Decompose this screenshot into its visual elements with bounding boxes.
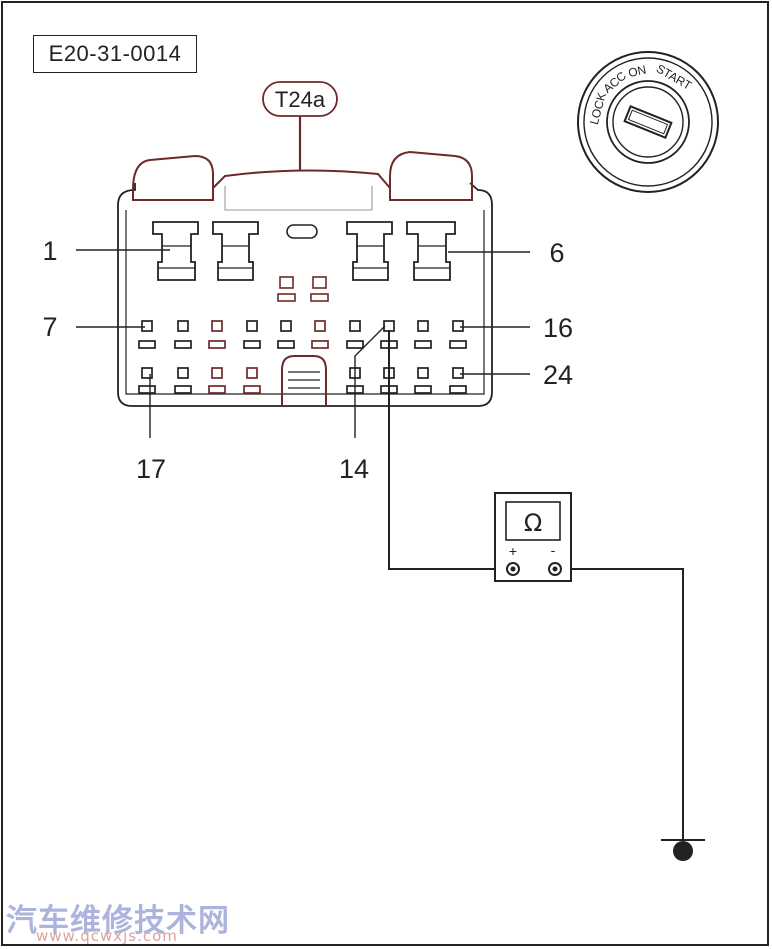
terminal-2 — [212, 221, 259, 281]
terminal-1 — [152, 221, 199, 281]
terminal-6 — [406, 221, 456, 281]
pin-cavity — [452, 320, 464, 332]
pin-latch — [208, 385, 226, 394]
pin-label-16: 16 — [543, 313, 573, 343]
pin-latch — [174, 340, 192, 349]
ground-icon — [661, 839, 705, 861]
pin-cavity — [417, 367, 429, 379]
figure-code-label: E20-31-0014 — [48, 41, 182, 66]
pin-latch — [138, 385, 156, 394]
pin-cavity — [177, 367, 189, 379]
pin-latch — [311, 340, 329, 349]
pin-label-17: 17 — [136, 454, 166, 484]
pin-cavity — [211, 367, 223, 379]
pin-label-6: 6 — [549, 238, 564, 268]
pin-latch — [414, 340, 432, 349]
pin-cavity — [452, 367, 464, 379]
watermark-url: www.qcwxjs.com — [36, 927, 178, 945]
pin-cavity — [314, 320, 326, 332]
pin-latch — [414, 385, 432, 394]
pin-cavity — [280, 320, 292, 332]
pin-label-7: 7 — [42, 312, 57, 342]
figure-code-box: E20-31-0014 — [33, 35, 197, 73]
pin-cavity — [246, 367, 258, 379]
power-terminals — [152, 221, 456, 302]
pin-labels: 1 6 7 16 24 17 14 — [42, 236, 573, 484]
watermark-text: 汽车维修技术网 — [6, 903, 230, 939]
pin-latch — [243, 385, 261, 394]
pin-cavity — [141, 320, 153, 332]
pin-cavity — [141, 367, 153, 379]
pin-label-14: 14 — [339, 454, 369, 484]
pin-latch — [277, 340, 295, 349]
pin-cavity — [417, 320, 429, 332]
pin-latch — [243, 340, 261, 349]
terminal-5 — [346, 221, 393, 281]
minus-terminal-label: - — [551, 542, 556, 558]
pin-cavity — [211, 320, 223, 332]
ohmmeter: Ω + - — [494, 492, 572, 582]
connector-body — [117, 150, 493, 407]
pin-latch — [346, 340, 364, 349]
pin-latch — [138, 340, 156, 349]
ohm-symbol: Ω — [524, 509, 542, 537]
pin-cavity — [177, 320, 189, 332]
connector-tag-label: T24a — [275, 87, 326, 112]
pin-cavity — [349, 320, 361, 332]
plus-terminal-label: + — [509, 543, 517, 559]
probe-wires — [388, 330, 684, 840]
pin-latch — [449, 385, 467, 394]
pin-latch — [449, 340, 467, 349]
pin-cavity — [246, 320, 258, 332]
pin-cavity — [383, 320, 395, 332]
connector-tag: T24a — [262, 81, 338, 170]
pin-latch — [208, 340, 226, 349]
pin-callouts — [76, 249, 530, 438]
pin-label-24: 24 — [543, 360, 573, 390]
pin-label-1: 1 — [42, 236, 57, 266]
ignition-position-label: ON — [627, 63, 648, 80]
pin-latch — [174, 385, 192, 394]
